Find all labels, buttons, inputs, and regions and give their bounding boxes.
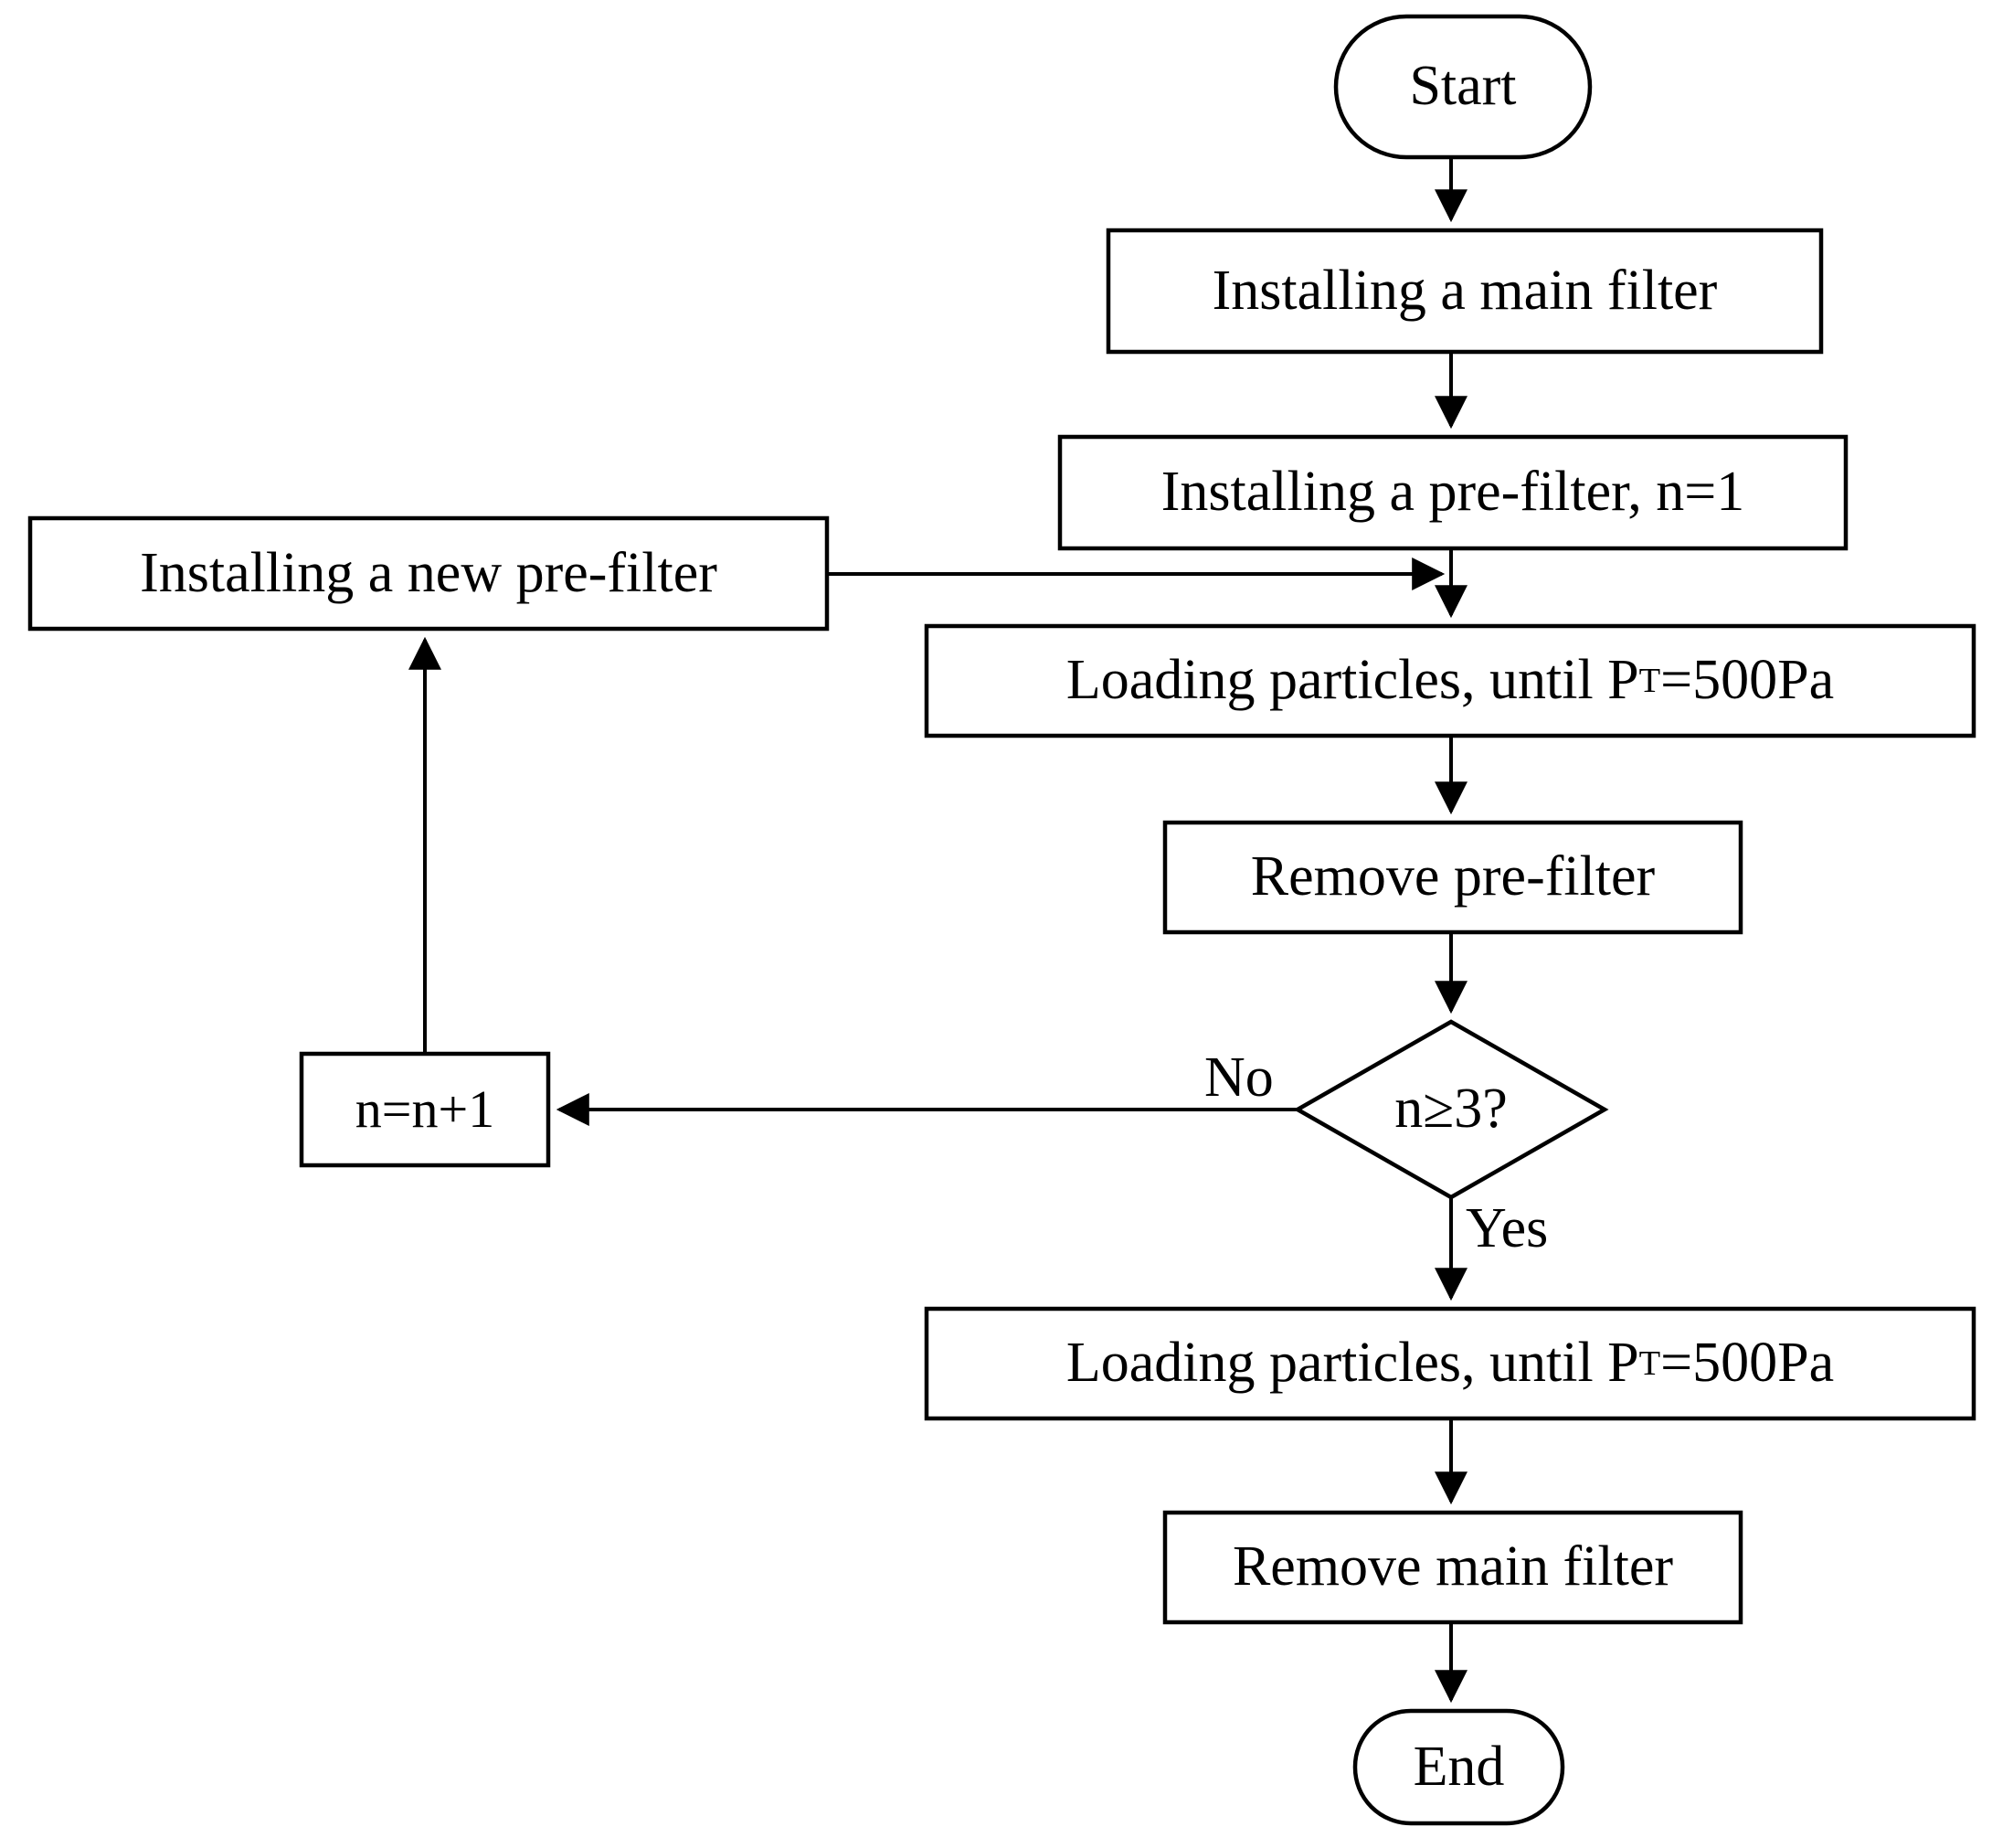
node-end[interactable] <box>1355 1711 1563 1823</box>
node-increment-n[interactable] <box>302 1054 548 1165</box>
node-shape-install-main <box>1106 228 1824 355</box>
node-shape-start <box>1333 14 1593 160</box>
node-remove-pre-filter[interactable] <box>1165 823 1741 932</box>
node-shape-loading-2 <box>924 1306 1976 1421</box>
node-start[interactable] <box>1336 16 1590 157</box>
node-decision-n-ge-3[interactable] <box>1298 1022 1605 1197</box>
node-install-pre[interactable] <box>1060 437 1846 548</box>
node-install-new-pre[interactable] <box>30 518 827 629</box>
node-shape-install-new-pre <box>27 515 830 632</box>
node-loading-particles-1[interactable] <box>927 626 1974 736</box>
node-shape-increment-n <box>299 1051 551 1168</box>
node-remove-main-filter[interactable] <box>1165 1513 1741 1622</box>
node-shape-end <box>1352 1708 1565 1826</box>
node-shape-remove-main <box>1162 1510 1743 1625</box>
node-shape-install-pre <box>1057 434 1849 551</box>
node-loading-particles-2[interactable] <box>927 1309 1974 1418</box>
node-install-main[interactable] <box>1108 230 1821 352</box>
